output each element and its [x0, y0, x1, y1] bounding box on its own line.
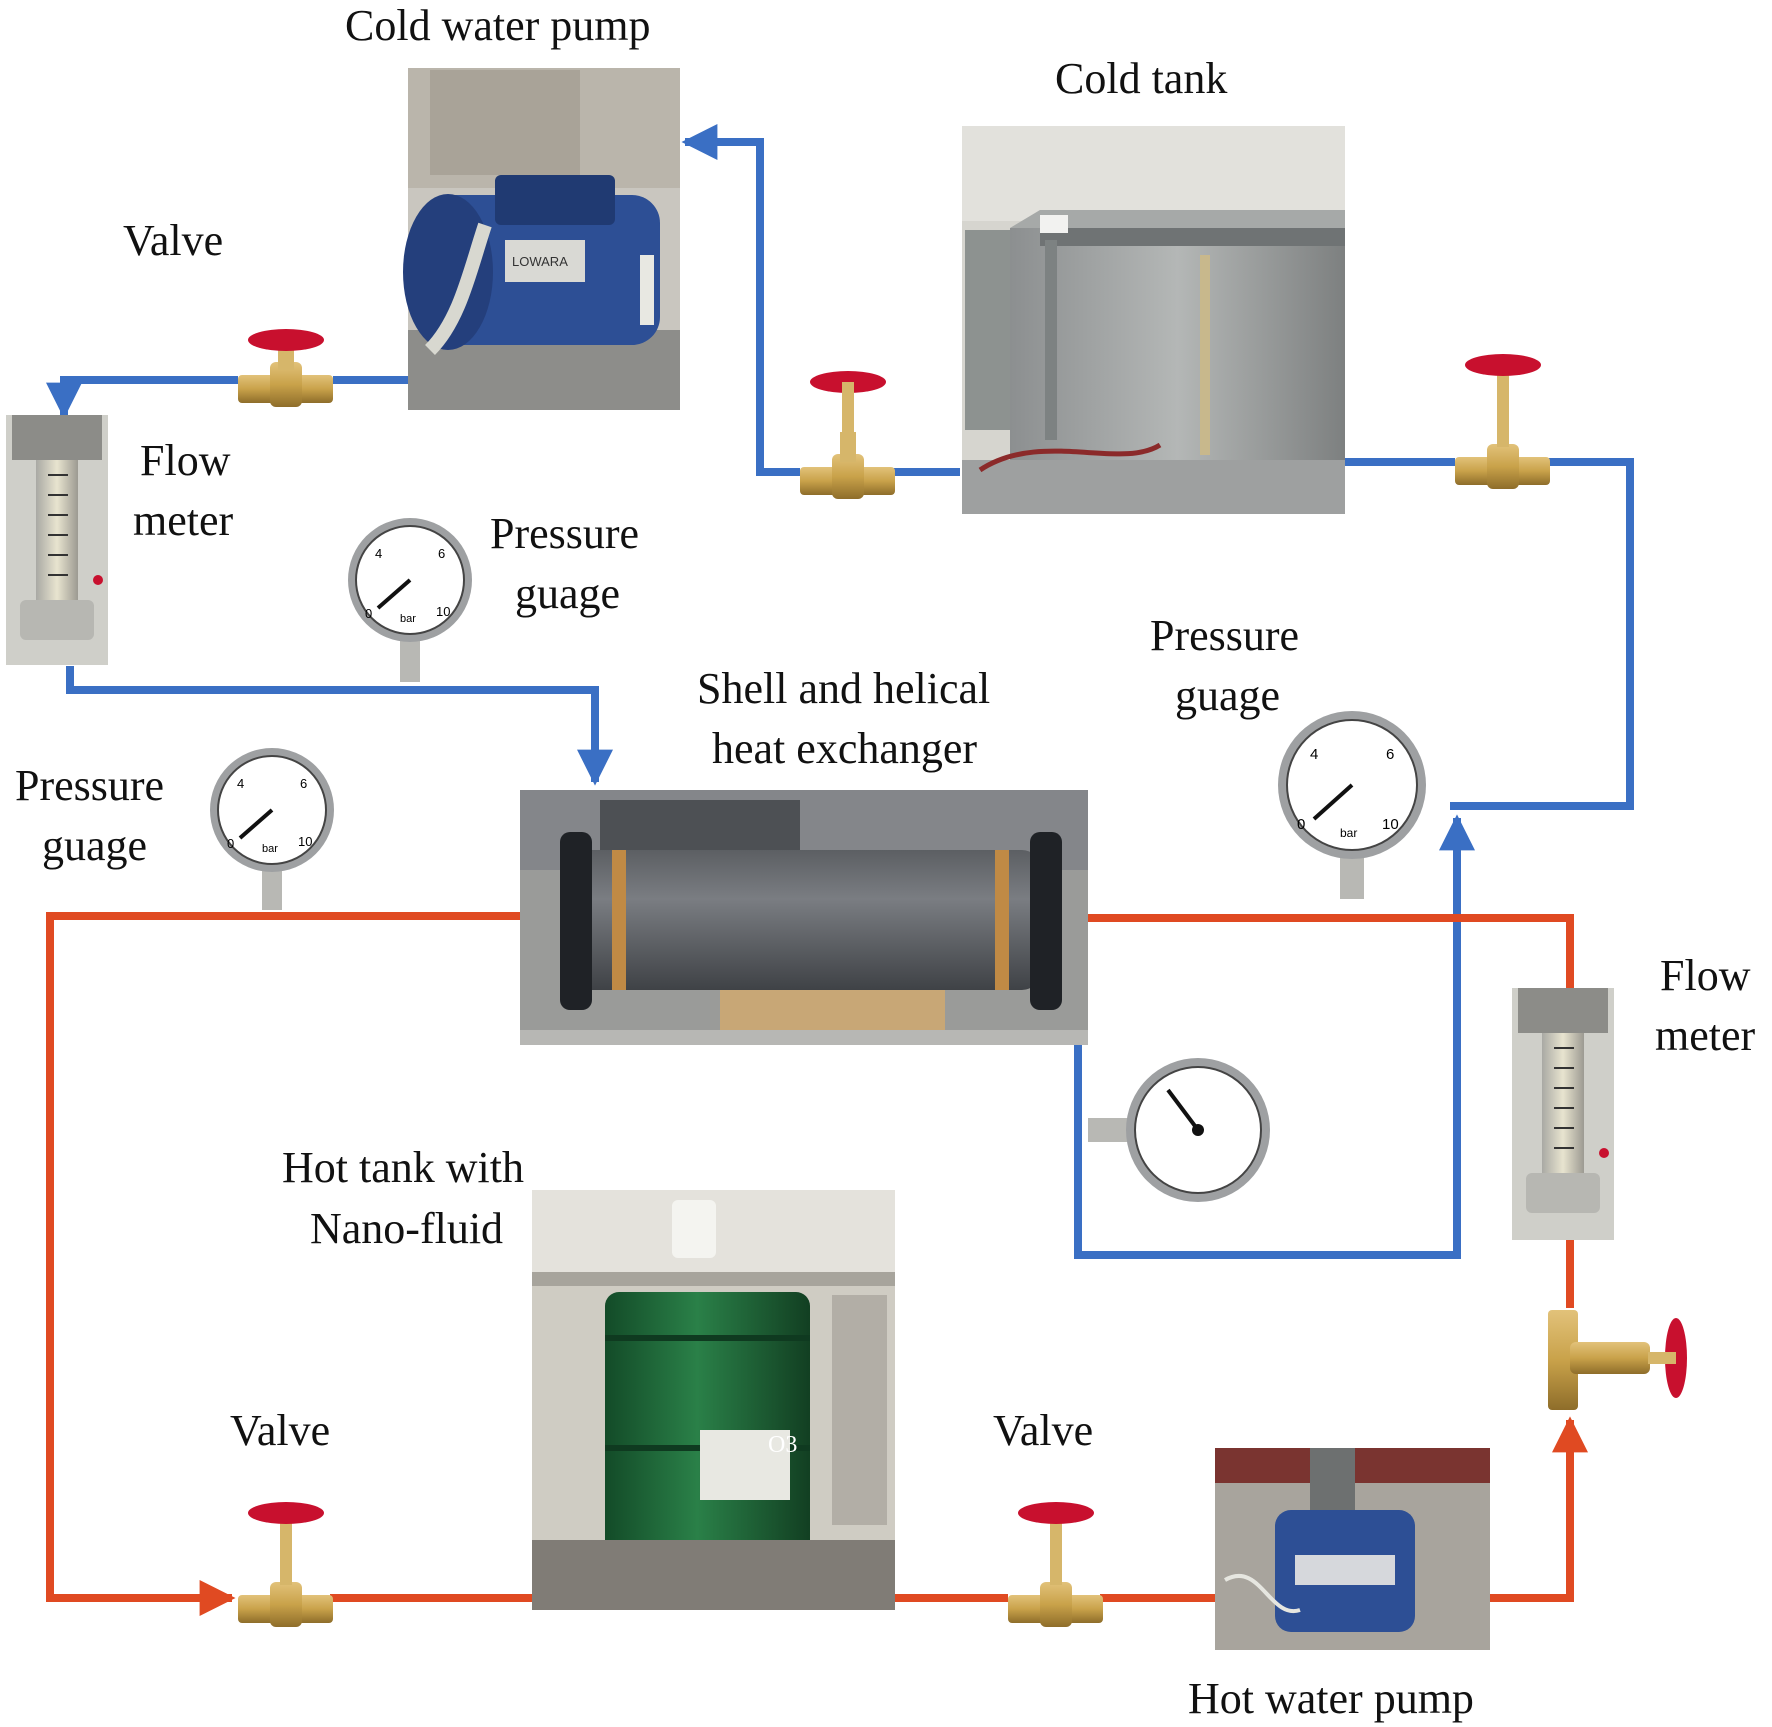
- svg-text:10: 10: [298, 834, 312, 849]
- svg-text:6: 6: [1386, 746, 1394, 763]
- label-hot-tank-2: Nano-fluid: [310, 1204, 503, 1253]
- svg-text:0: 0: [227, 836, 234, 851]
- valve-top-middle: [800, 371, 895, 499]
- cold-water-pump-photo: LOWARA: [403, 68, 680, 410]
- svg-text:bar: bar: [262, 843, 278, 855]
- label-cold-tank: Cold tank: [1055, 54, 1227, 103]
- label-pressure-right-1: Pressure: [1150, 611, 1299, 660]
- label-cold-water-pump: Cold water pump: [345, 1, 651, 50]
- label-valve-top-left: Valve: [123, 216, 223, 265]
- label-pressure-top-2: guage: [515, 569, 620, 618]
- valve-top-right: [1455, 354, 1550, 489]
- label-pressure-top-1: Pressure: [490, 509, 639, 558]
- heat-exchanger-photo: [520, 790, 1088, 1045]
- flow-meter-right: [1512, 988, 1614, 1240]
- pressure-gauge-right: 0 4 6 10 bar: [1278, 711, 1426, 899]
- svg-text:10: 10: [436, 604, 450, 619]
- label-flow-meter-right-1: Flow: [1660, 951, 1751, 1000]
- svg-text:10: 10: [1382, 816, 1399, 833]
- label-valve-bottom-left: Valve: [230, 1406, 330, 1455]
- hot-water-pump-photo: [1215, 1448, 1490, 1650]
- svg-text:bar: bar: [400, 613, 416, 625]
- svg-text:0: 0: [1297, 816, 1305, 833]
- pump-brand-text: LOWARA: [512, 254, 568, 269]
- valve-bottom-middle: [1008, 1502, 1103, 1627]
- label-pressure-right-2: guage: [1175, 671, 1280, 720]
- hot-water-loop: [46, 912, 1588, 1616]
- svg-text:4: 4: [1310, 746, 1318, 763]
- drum-text: O3: [768, 1432, 797, 1458]
- valve-top-left: [238, 329, 333, 407]
- label-pressure-left-2: guage: [42, 821, 147, 870]
- svg-text:4: 4: [237, 776, 244, 791]
- label-flow-meter-left-2: meter: [133, 496, 234, 545]
- label-valve-bottom-mid: Valve: [993, 1406, 1093, 1455]
- label-flow-meter-right-2: meter: [1655, 1011, 1756, 1060]
- label-pressure-left-1: Pressure: [15, 761, 164, 810]
- valve-right-vertical: [1548, 1310, 1687, 1410]
- svg-text:bar: bar: [1340, 826, 1357, 840]
- cold-water-loop: [64, 142, 1634, 1259]
- pressure-gauge-lower: [1088, 1058, 1270, 1202]
- label-heat-exchanger-1: Shell and helical: [697, 664, 990, 713]
- pressure-gauge-left: 0 4 6 10 bar: [210, 748, 334, 910]
- cold-tank-photo: [962, 126, 1345, 514]
- hot-tank-photo: O3: [532, 1190, 895, 1610]
- label-hot-water-pump: Hot water pump: [1188, 1674, 1474, 1723]
- label-flow-meter-left-1: Flow: [140, 436, 231, 485]
- svg-text:6: 6: [438, 546, 445, 561]
- svg-text:6: 6: [300, 776, 307, 791]
- label-hot-tank-1: Hot tank with: [282, 1143, 524, 1192]
- svg-text:4: 4: [375, 546, 382, 561]
- label-heat-exchanger-2: heat exchanger: [712, 724, 977, 773]
- valve-bottom-left: [238, 1502, 333, 1627]
- labels: Cold water pump Cold tank Valve Flow met…: [15, 1, 1756, 1723]
- svg-text:0: 0: [365, 606, 372, 621]
- pressure-gauge-top: 0 4 6 10 bar: [348, 518, 472, 682]
- flow-meter-left: [6, 415, 108, 665]
